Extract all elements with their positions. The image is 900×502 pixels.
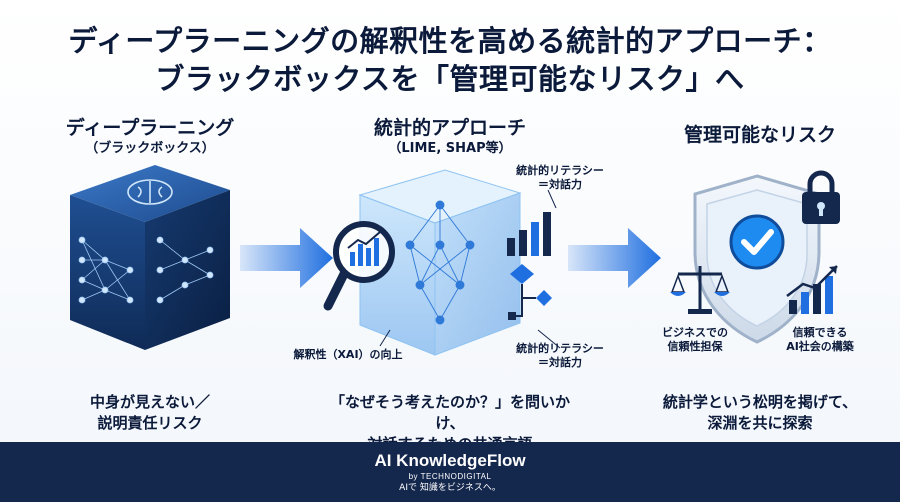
scales-icon bbox=[670, 266, 730, 314]
title-line-2: ブラックボックスを「管理可能なリスク」へ bbox=[155, 62, 745, 96]
right-label-right-line-1: 信頼できる bbox=[792, 326, 848, 339]
black-box-cube bbox=[70, 165, 230, 350]
middle-stage-title: 統計的アプローチ bbox=[373, 117, 526, 139]
bar-chart-icon bbox=[350, 238, 379, 266]
title-line-1: ディープラーニングの解釈性を高める統計的アプローチ： bbox=[68, 24, 832, 58]
arrow-right-icon bbox=[240, 228, 333, 288]
right-caption-line-1: 統計学という松明を掲げて、 bbox=[662, 393, 858, 411]
right-label-right: 信頼できる AI社会の構築 bbox=[770, 326, 870, 354]
left-stage-title: ディープラーニング bbox=[65, 117, 235, 139]
middle-label-top: 統計的リテラシー ＝対話力 bbox=[505, 164, 615, 192]
middle-caption-line-1: 「なぜそう考えたのか？」を問いかけ、 bbox=[329, 393, 570, 432]
flowchart-icon bbox=[508, 264, 552, 320]
footer-banner: AI KnowledgeFlow by TECHNODIGITAL AIで 知識… bbox=[0, 442, 900, 502]
right-label-left-line-2: 信頼性担保 bbox=[667, 340, 723, 353]
left-caption-line-2: 説明責任リスク bbox=[97, 414, 203, 432]
right-label-left: ビジネスでの 信頼性担保 bbox=[645, 326, 745, 354]
left-stage-subtitle: （ブラックボックス） bbox=[85, 141, 215, 156]
magnifier-icon bbox=[323, 221, 395, 311]
left-caption-line-1: 中身が見えない／ bbox=[89, 393, 210, 411]
shield-icon bbox=[693, 174, 821, 344]
connector-lines bbox=[379, 189, 561, 349]
middle-stage-subtitle: （LIME, SHAP等） bbox=[388, 141, 512, 156]
footer-brand: AI KnowledgeFlow bbox=[374, 451, 526, 470]
footer-by: by TECHNODIGITAL bbox=[408, 472, 492, 481]
neural-network-icon bbox=[78, 236, 214, 304]
right-label-right-line-2: AI社会の構築 bbox=[786, 340, 854, 353]
middle-label-top-line-1: 統計的リテラシー bbox=[516, 164, 604, 177]
middle-label-xai: 解釈性（XAI）の向上 bbox=[293, 348, 403, 361]
padlock-icon bbox=[802, 170, 840, 224]
page-title: ディープラーニングの解釈性を高める統計的アプローチ： ブラックボックスを「管理可… bbox=[0, 22, 900, 98]
bar-chart-icon bbox=[507, 212, 551, 256]
middle-label-top-line-2: ＝対話力 bbox=[538, 178, 582, 191]
growth-chart-icon bbox=[786, 265, 838, 314]
left-stage-caption: 中身が見えない／ 説明責任リスク bbox=[40, 392, 260, 434]
right-label-left-line-1: ビジネスでの bbox=[662, 326, 728, 339]
middle-label-bottom: 統計的リテラシー ＝対話力 bbox=[505, 342, 615, 370]
right-stage-caption: 統計学という松明を掲げて、 深淵を共に探索 bbox=[640, 392, 880, 434]
glass-cube bbox=[358, 169, 522, 356]
check-icon bbox=[729, 214, 785, 270]
middle-label-bottom-line-1: 統計的リテラシー bbox=[516, 342, 604, 355]
footer-tagline: AIで 知識をビジネスへ。 bbox=[399, 483, 501, 493]
middle-label-bottom-line-2: ＝対話力 bbox=[538, 356, 582, 369]
neural-network-icon bbox=[405, 200, 475, 325]
right-stage-title: 管理可能なリスク bbox=[683, 124, 836, 146]
right-caption-line-2: 深淵を共に探索 bbox=[707, 414, 813, 432]
arrow-right-icon bbox=[568, 228, 661, 288]
brain-icon bbox=[127, 179, 173, 205]
